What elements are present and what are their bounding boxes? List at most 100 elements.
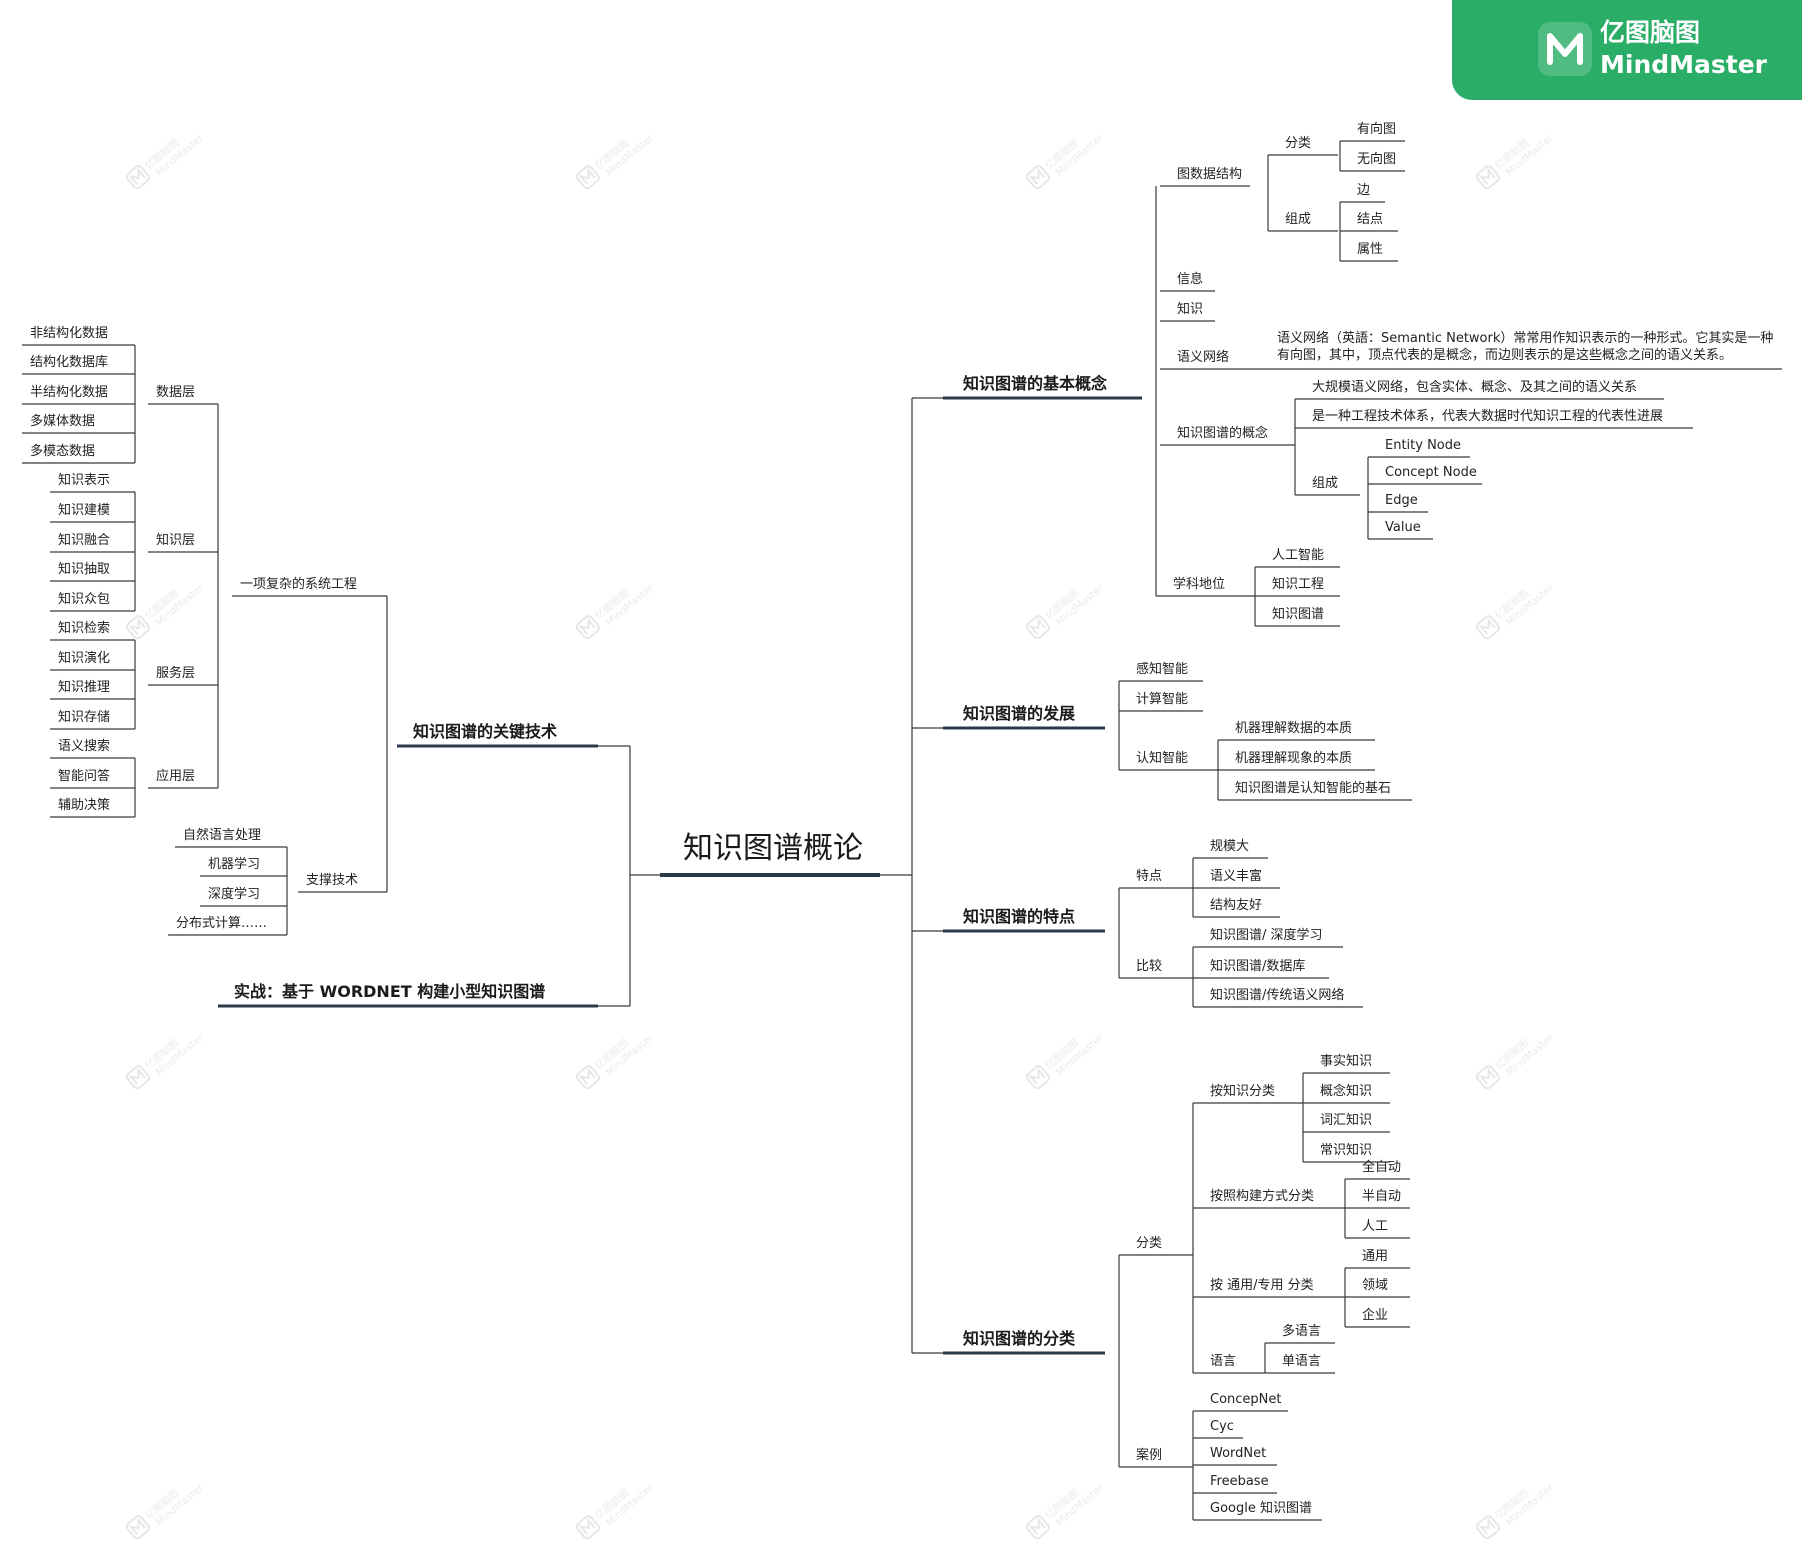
leaf-topic[interactable]: 语义网络（英語：Semantic Network）常常用作知识表示的一种形式。它… — [1277, 331, 1774, 363]
subtopic[interactable]: 特点 — [1136, 869, 1163, 884]
leaf-topic[interactable]: 深度学习 — [208, 887, 261, 902]
leaf-topic[interactable]: 结构友好 — [1210, 898, 1263, 913]
main-topic[interactable]: 知识图谱的关键技术 — [413, 722, 558, 741]
leaf-topic[interactable]: 企业 — [1362, 1308, 1389, 1323]
leaf-topic[interactable]: 智能问答 — [58, 769, 111, 784]
subtopic[interactable]: 分类 — [1136, 1236, 1163, 1251]
subtopic[interactable]: 按照构建方式分类 — [1210, 1189, 1315, 1204]
leaf-topic[interactable]: 计算智能 — [1136, 692, 1189, 707]
leaf-topic[interactable]: 知识图谱/数据库 — [1210, 959, 1306, 974]
subtopic[interactable]: 分类 — [1285, 136, 1312, 151]
subtopic[interactable]: 图数据结构 — [1177, 167, 1243, 182]
leaf-topic[interactable]: 分布式计算…… — [176, 916, 268, 931]
leaf-topic[interactable]: 属性 — [1357, 242, 1384, 257]
leaf-topic[interactable]: 知识图谱是认知智能的基石 — [1235, 781, 1392, 796]
leaf-topic[interactable]: 知识演化 — [58, 651, 111, 666]
leaf-topic[interactable]: 机器理解数据的本质 — [1235, 721, 1353, 736]
subtopic[interactable]: 数据层 — [156, 385, 196, 400]
leaf-topic[interactable]: 无向图 — [1357, 152, 1397, 167]
subtopic[interactable]: 按知识分类 — [1210, 1084, 1276, 1099]
leaf-topic[interactable]: 语义丰富 — [1210, 869, 1263, 884]
leaf-topic[interactable]: 常识知识 — [1320, 1143, 1373, 1158]
leaf-topic[interactable]: 知识图谱/ 深度学习 — [1210, 928, 1323, 943]
leaf-topic[interactable]: 多媒体数据 — [30, 414, 96, 429]
subtopic[interactable]: 组成 — [1285, 212, 1312, 227]
subtopic[interactable]: 语言 — [1210, 1354, 1237, 1369]
leaf-topic[interactable]: 词汇知识 — [1320, 1113, 1373, 1128]
leaf-topic[interactable]: 多语言 — [1282, 1324, 1322, 1339]
subtopic[interactable]: 学科地位 — [1173, 577, 1226, 592]
leaf-topic[interactable]: 边 — [1357, 183, 1371, 198]
leaf-topic[interactable]: 知识众包 — [58, 592, 111, 607]
leaf-topic[interactable]: Edge — [1385, 493, 1418, 508]
leaf-topic[interactable]: 知识融合 — [58, 533, 111, 548]
leaf-topic[interactable]: 知识抽取 — [58, 562, 111, 577]
leaf-topic[interactable]: 信息 — [1177, 272, 1204, 287]
leaf-topic[interactable]: Freebase — [1210, 1474, 1269, 1489]
subtopic[interactable]: 按 通用/专用 分类 — [1210, 1278, 1314, 1293]
brand-badge[interactable]: 亿图脑图 MindMaster — [1452, 0, 1802, 100]
leaf-topic[interactable]: 规模大 — [1210, 839, 1250, 854]
subtopic[interactable]: 一项复杂的系统工程 — [240, 577, 358, 592]
subtopic[interactable]: 比较 — [1136, 959, 1163, 974]
leaf-topic[interactable]: 半结构化数据 — [30, 385, 109, 400]
leaf-topic[interactable]: 知识存储 — [58, 710, 111, 725]
leaf-topic[interactable]: 机器学习 — [208, 857, 261, 872]
subtopic[interactable]: 知识层 — [156, 533, 196, 548]
leaf-topic[interactable]: Cyc — [1210, 1419, 1234, 1434]
leaf-topic[interactable]: 知识推理 — [58, 680, 111, 695]
subtopic[interactable]: 案例 — [1136, 1448, 1163, 1463]
main-topic[interactable]: 知识图谱的分类 — [963, 1329, 1076, 1348]
leaf-topic[interactable]: Entity Node — [1385, 438, 1462, 453]
leaf-topic[interactable]: 知识图谱 — [1272, 607, 1325, 622]
leaf-topic[interactable]: 领域 — [1362, 1278, 1389, 1293]
subtopic[interactable]: 语义网络 — [1177, 350, 1230, 365]
leaf-topic[interactable]: 知识图谱/传统语义网络 — [1210, 988, 1345, 1003]
main-topic[interactable]: 知识图谱的发展 — [963, 704, 1076, 723]
leaf-topic[interactable]: 事实知识 — [1320, 1054, 1373, 1069]
leaf-topic[interactable]: 大规模语义网络，包含实体、概念、及其之间的语义关系 — [1312, 380, 1638, 395]
main-topic[interactable]: 实战：基于 WORDNET 构建小型知识图谱 — [234, 982, 546, 1001]
leaf-topic[interactable]: 半自动 — [1362, 1189, 1402, 1204]
leaf-topic[interactable]: Value — [1385, 520, 1421, 535]
leaf-topic[interactable]: 单语言 — [1282, 1354, 1322, 1369]
main-topic[interactable]: 知识图谱的特点 — [963, 907, 1076, 926]
subtopic[interactable]: 知识图谱的概念 — [1177, 426, 1269, 441]
leaf-topic[interactable]: 机器理解现象的本质 — [1235, 751, 1353, 766]
leaf-topic[interactable]: 知识检索 — [58, 621, 111, 636]
leaf-topic[interactable]: 结构化数据库 — [30, 355, 109, 370]
leaf-topic[interactable]: 结点 — [1357, 212, 1384, 227]
leaf-topic[interactable]: 知识工程 — [1272, 577, 1325, 592]
leaf-topic[interactable]: Concept Node — [1385, 465, 1477, 480]
subtopic[interactable]: 应用层 — [156, 769, 196, 784]
subtopic[interactable]: 组成 — [1312, 476, 1339, 491]
main-topic[interactable]: 知识图谱的基本概念 — [963, 374, 1108, 393]
subtopic[interactable]: 认知智能 — [1136, 751, 1189, 766]
leaf-topic[interactable]: 多模态数据 — [30, 444, 96, 459]
leaf-topic[interactable]: 知识建模 — [58, 503, 111, 518]
leaf-topic[interactable]: 知识表示 — [58, 473, 111, 488]
leaf-topic[interactable]: 是一种工程技术体系，代表大数据时代知识工程的代表性进展 — [1312, 409, 1664, 424]
leaf-topic[interactable]: 全自动 — [1362, 1160, 1402, 1175]
root-topic[interactable]: 知识图谱概论 — [683, 831, 863, 866]
leaf-topic[interactable]: 知识 — [1177, 302, 1204, 317]
leaf-topic[interactable]: 有向图 — [1357, 122, 1397, 137]
leaf-topic[interactable]: 辅助决策 — [58, 798, 111, 813]
leaf-topic[interactable]: 概念知识 — [1320, 1084, 1373, 1099]
leaf-topic[interactable]: 感知智能 — [1136, 662, 1189, 677]
leaf-topic[interactable]: 非结构化数据 — [30, 326, 109, 341]
leaf-topic[interactable]: 语义搜索 — [58, 739, 111, 754]
leaf-topic[interactable]: WordNet — [1210, 1446, 1267, 1461]
leaf-topic[interactable]: ConcepNet — [1210, 1392, 1282, 1407]
leaf-topic[interactable]: 通用 — [1362, 1249, 1389, 1264]
brand-name-en: MindMaster — [1600, 50, 1768, 79]
leaf-topic[interactable]: 人工智能 — [1272, 548, 1325, 563]
leaf-topic[interactable]: 自然语言处理 — [183, 828, 262, 843]
subtopic[interactable]: 支撑技术 — [306, 873, 359, 888]
subtopic[interactable]: 服务层 — [156, 666, 196, 681]
leaf-topic[interactable]: 人工 — [1362, 1219, 1389, 1234]
leaf-topic[interactable]: Google 知识图谱 — [1210, 1501, 1312, 1516]
